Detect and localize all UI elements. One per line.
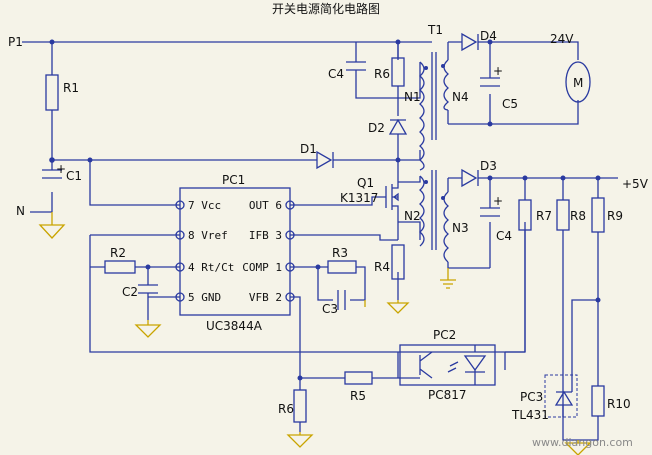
ic-pins [175, 200, 295, 302]
svg-text:+: + [56, 162, 66, 176]
label-c3: C3 [322, 302, 338, 316]
t1-label: T1 [427, 23, 443, 37]
mosfet-q1 [385, 182, 399, 212]
resistor-r10 [591, 385, 605, 417]
opto-model-label: PC817 [428, 388, 467, 402]
label-d1: D1 [300, 142, 317, 156]
mosfet-part-label: Q1 [357, 176, 374, 190]
label-c1: C1 [66, 169, 82, 183]
label-d2: D2 [368, 121, 385, 135]
ic-pin-vref: 8 Vref [188, 229, 228, 242]
transformer-t1 [419, 52, 449, 263]
resistor-r6-bottom [293, 389, 307, 423]
net-label-5v: +5V [622, 177, 649, 191]
label-r7: R7 [536, 209, 552, 223]
ic-pin-vfb: VFB 2 [249, 291, 282, 304]
wires [22, 41, 618, 441]
label-r3: R3 [332, 246, 348, 260]
label-c4-bottom: C4 [496, 229, 512, 243]
labels: P1 N 24V +5V M T1 N1 N2 N3 N4 PC1 UC3844… [8, 23, 649, 449]
mosfet-model-label: K1317 [340, 191, 378, 205]
net-label-p1: P1 [8, 35, 23, 49]
ic-model-label: UC3844A [206, 319, 263, 333]
ic-pin-rtct: 4 Rt/Ct [188, 261, 234, 274]
label-r6-bottom: R6 [278, 402, 294, 416]
label-r10: R10 [607, 397, 631, 411]
label-d4: D4 [480, 29, 497, 43]
n4-label: N4 [452, 90, 469, 104]
resistor-r8 [556, 199, 570, 231]
watermark: www.diangon.com [532, 436, 633, 449]
label-r6-top: R6 [374, 67, 390, 81]
capacitor-c2 [138, 284, 158, 300]
resistor-r4 [391, 244, 405, 280]
capacitor-c1: + [42, 162, 66, 179]
optocoupler-pc817 [398, 344, 496, 386]
svg-text:+: + [493, 194, 503, 208]
diode-d4 [461, 32, 479, 52]
label-r5: R5 [350, 389, 366, 403]
net-label-n: N [16, 204, 25, 218]
net-label-24v: 24V [550, 32, 574, 46]
ic-uc3844 [179, 187, 291, 316]
regulator-tl431 [544, 374, 578, 418]
junctions [49, 39, 601, 381]
ic-part-label: PC1 [222, 173, 245, 187]
label-r2: R2 [110, 246, 126, 260]
ic-pin-gnd: 5 GND [188, 291, 221, 304]
ground-symbols [38, 212, 592, 455]
motor-label: M [573, 76, 583, 90]
ic-pin-out: OUT 6 [249, 199, 282, 212]
resistor-r9 [591, 197, 605, 233]
resistor-r6-top [391, 57, 405, 87]
ic-pin-comp: COMP 1 [242, 261, 282, 274]
opto-part-label: PC2 [433, 328, 456, 342]
svg-text:+: + [493, 64, 503, 78]
label-c2: C2 [122, 285, 138, 299]
ic-pin-ifb: IFB 3 [249, 229, 282, 242]
label-r8: R8 [570, 209, 586, 223]
resistor-r5 [344, 371, 373, 385]
resistor-r1 [45, 74, 59, 111]
resistor-r2 [104, 260, 136, 274]
capacitor-c4-bottom: + [480, 194, 503, 217]
label-c4-top: C4 [328, 67, 344, 81]
n3-label: N3 [452, 221, 469, 235]
resistor-r7 [518, 199, 532, 231]
diode-d2 [388, 118, 408, 135]
tl431-model-label: TL431 [511, 408, 549, 422]
diode-d3 [461, 168, 479, 188]
tl431-part-label: PC3 [520, 390, 543, 404]
label-r9: R9 [607, 209, 623, 223]
diode-d1 [316, 150, 334, 170]
n2-label: N2 [404, 209, 421, 223]
label-d3: D3 [480, 159, 497, 173]
label-c5: C5 [502, 97, 518, 111]
n1-label: N1 [404, 90, 421, 104]
capacitor-c4-top [346, 61, 366, 82]
capacitor-c5: + [480, 64, 503, 87]
resistor-r3 [327, 260, 357, 274]
label-r4: R4 [374, 260, 390, 274]
diagram-title: 开关电源简化电路图 [272, 1, 380, 16]
ic-pin-vcc: 7 Vcc [188, 199, 221, 212]
label-r1: R1 [63, 81, 79, 95]
motor [565, 61, 591, 103]
capacitor-c3 [337, 290, 346, 310]
